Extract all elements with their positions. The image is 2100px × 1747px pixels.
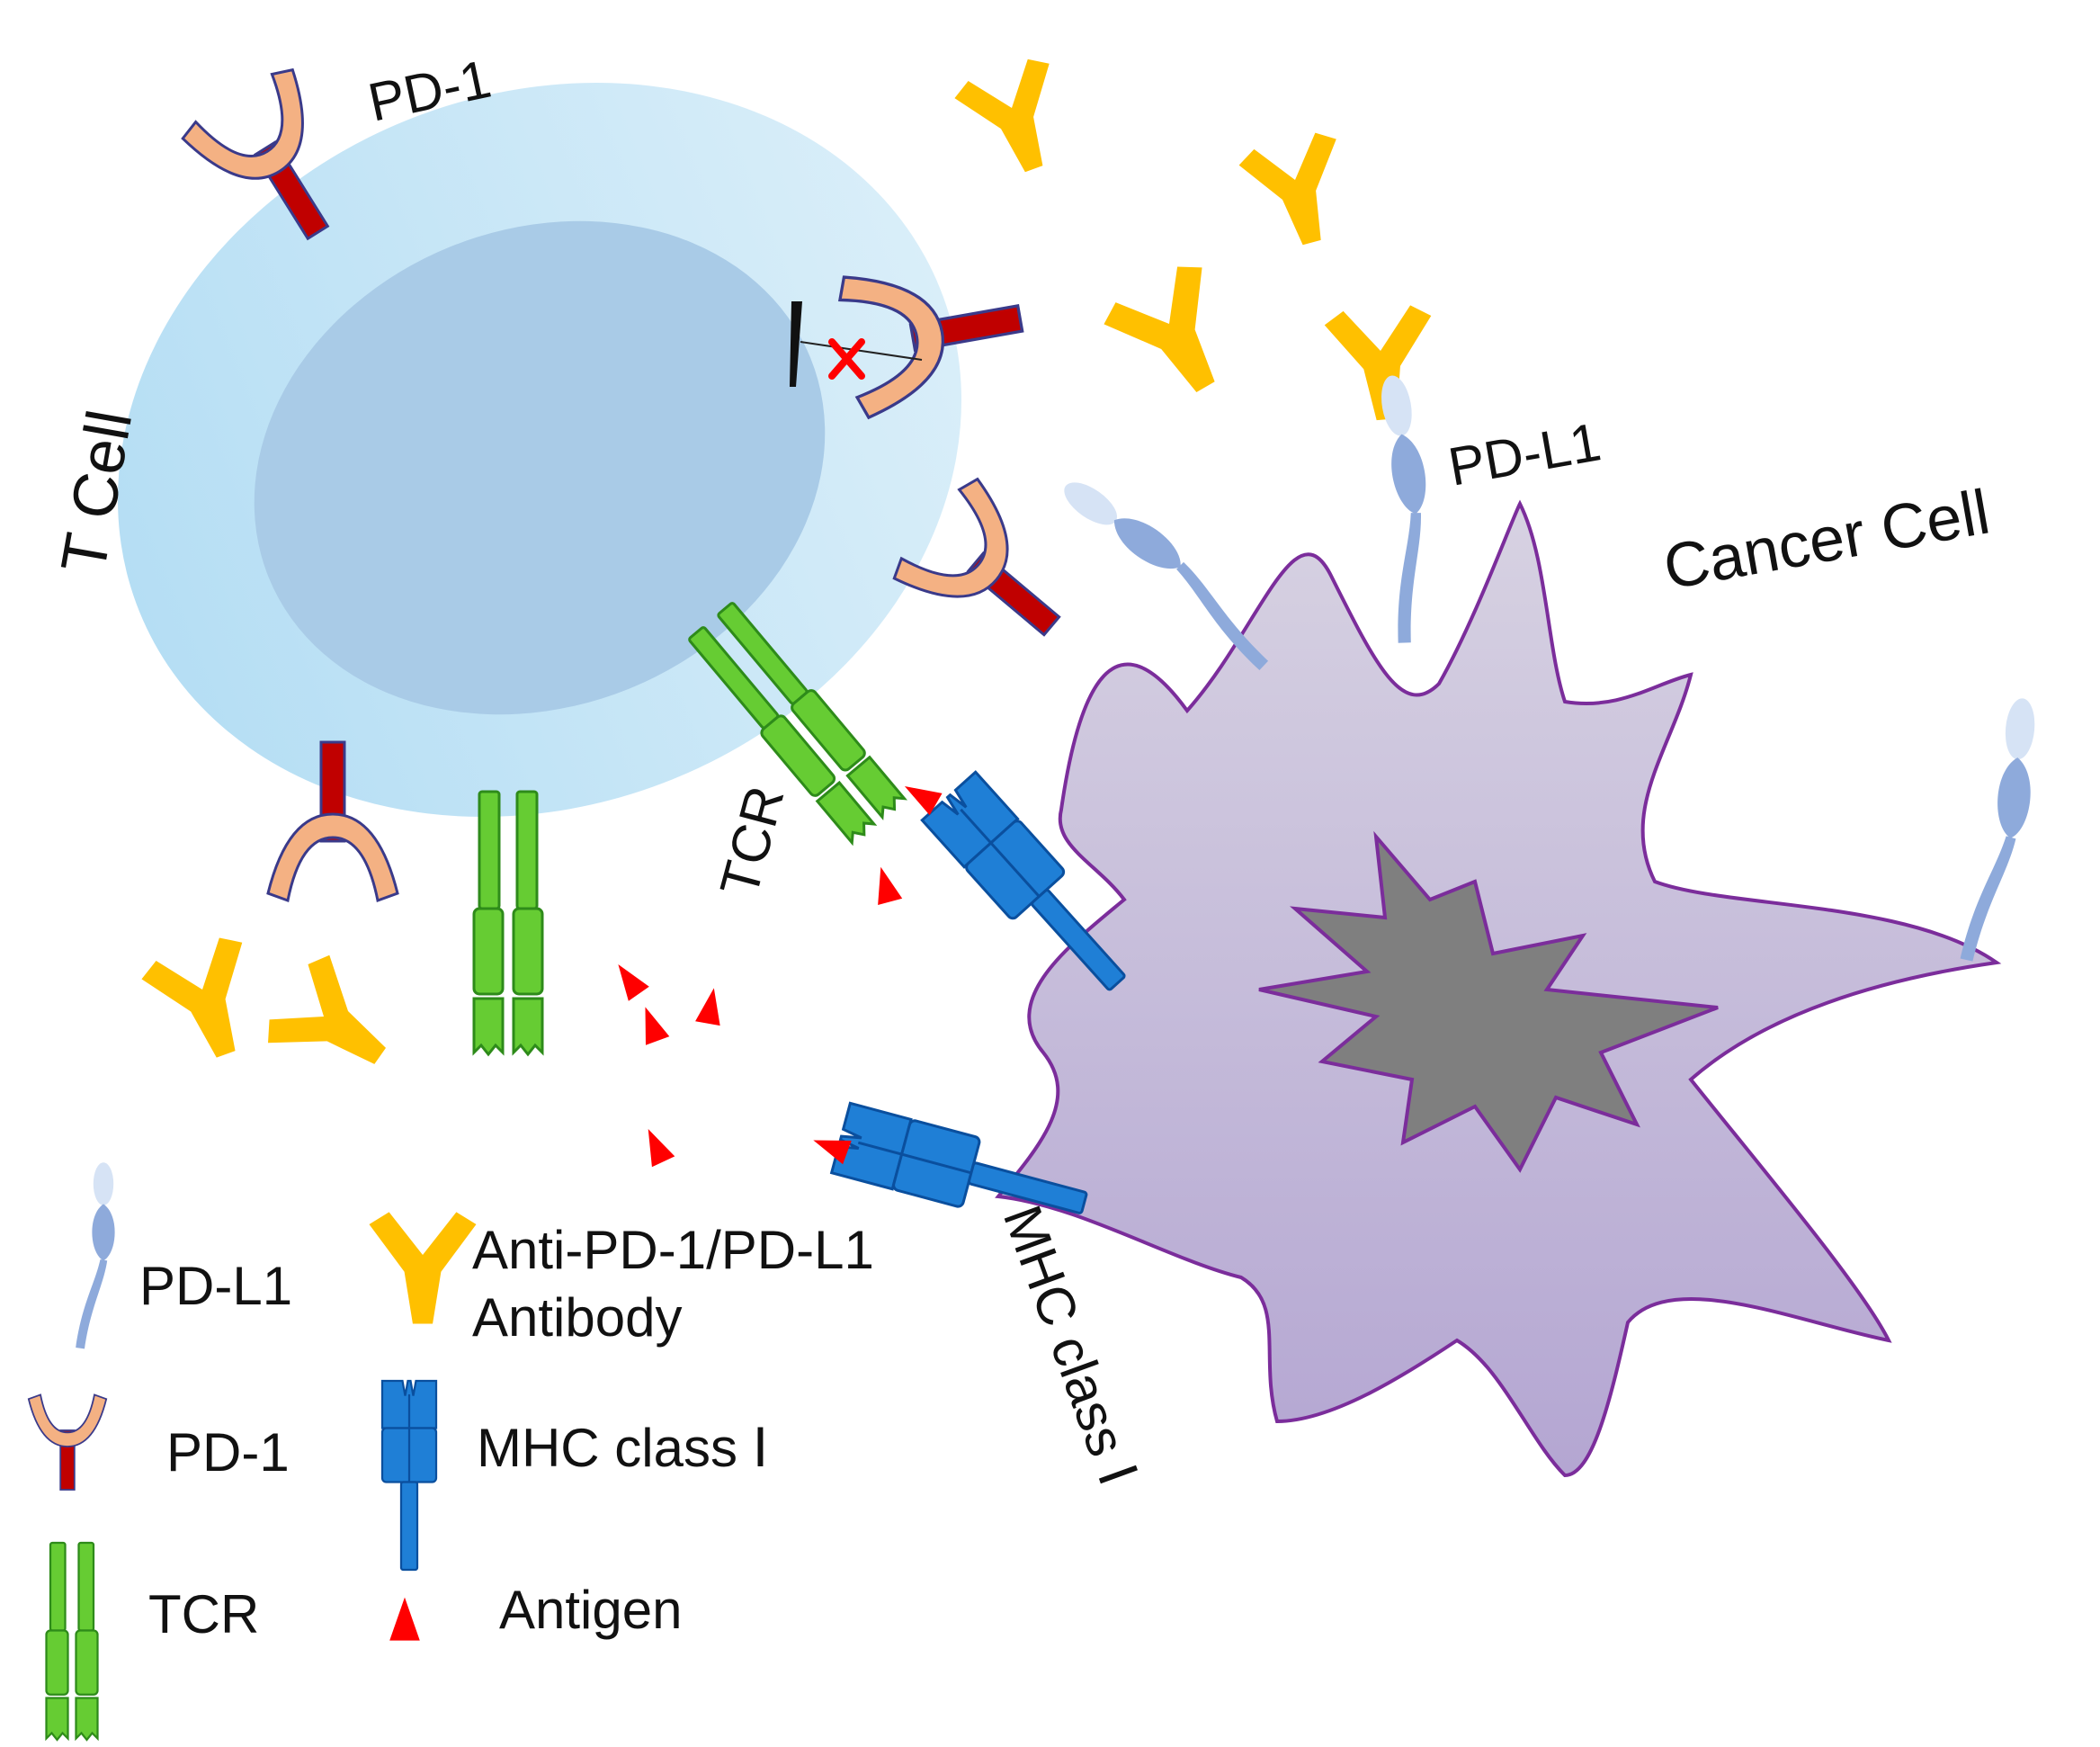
antigen-2 (868, 864, 903, 906)
mhc-icon (380, 1379, 438, 1572)
pd1-icon (27, 1393, 108, 1491)
cancer-cell-nucleus (1258, 830, 1719, 1173)
antibody-3 (1097, 255, 1256, 416)
legend-label-tcr: TCR (148, 1584, 259, 1644)
legend-item-antigen: Antigen (389, 1580, 683, 1641)
legend-item-tcr: TCR (45, 1541, 259, 1742)
antibody-2 (1236, 128, 1361, 256)
pdl1-icon (76, 1162, 115, 1349)
antigen-5 (633, 1002, 670, 1045)
t-cell-nucleus (254, 220, 826, 715)
antibody-4 (1323, 303, 1440, 425)
legend-item-pdl1: PD-L1 (76, 1162, 292, 1349)
antigen-4 (695, 985, 727, 1026)
legend-label-pd1: PD-1 (166, 1422, 290, 1483)
pdl1-ligand-right (1960, 694, 2040, 965)
legend-label-antigen: Antigen (499, 1580, 683, 1640)
antibody-icon (369, 1212, 477, 1324)
legend-label-pdl1: PD-L1 (139, 1256, 292, 1316)
antigen-3 (607, 956, 649, 1001)
label-tcr: TCR (709, 780, 796, 902)
legend-label-mhc: MHC class Ⅰ (477, 1418, 768, 1478)
antibody-5 (137, 930, 277, 1073)
antibody-6 (257, 947, 411, 1100)
legend-item-mhc: MHC class Ⅰ (380, 1379, 768, 1572)
blocked-interaction-marker (790, 301, 923, 387)
pdl1-ligand-top (1352, 372, 1454, 645)
antigen-icon (389, 1597, 420, 1641)
cancer-cell (995, 499, 2002, 1478)
antibody-1 (951, 52, 1082, 186)
cross-icon (828, 338, 865, 380)
legend-item-pd1: PD-1 (27, 1393, 290, 1491)
label-pdl1-top: PD-L1 (1444, 411, 1605, 497)
tcr-free (472, 790, 544, 1056)
label-cancer-cell: Cancer Cell (1658, 476, 1995, 602)
legend-item-antibody: Anti-PD-1/PD-L1 Antibody (369, 1212, 874, 1348)
legend-label-antibody-line1: Anti-PD-1/PD-L1 (472, 1220, 874, 1280)
legend: PD-L1 PD-1 TCR Anti-PD-1/PD-L1 Antibody … (27, 1162, 874, 1742)
tcr-icon (45, 1541, 99, 1742)
label-mhc-class-rotated: MHC class Ⅰ (992, 1198, 1148, 1493)
t-cell (117, 83, 962, 817)
legend-label-antibody-line2: Antibody (472, 1287, 683, 1348)
antigen-6 (637, 1124, 675, 1168)
